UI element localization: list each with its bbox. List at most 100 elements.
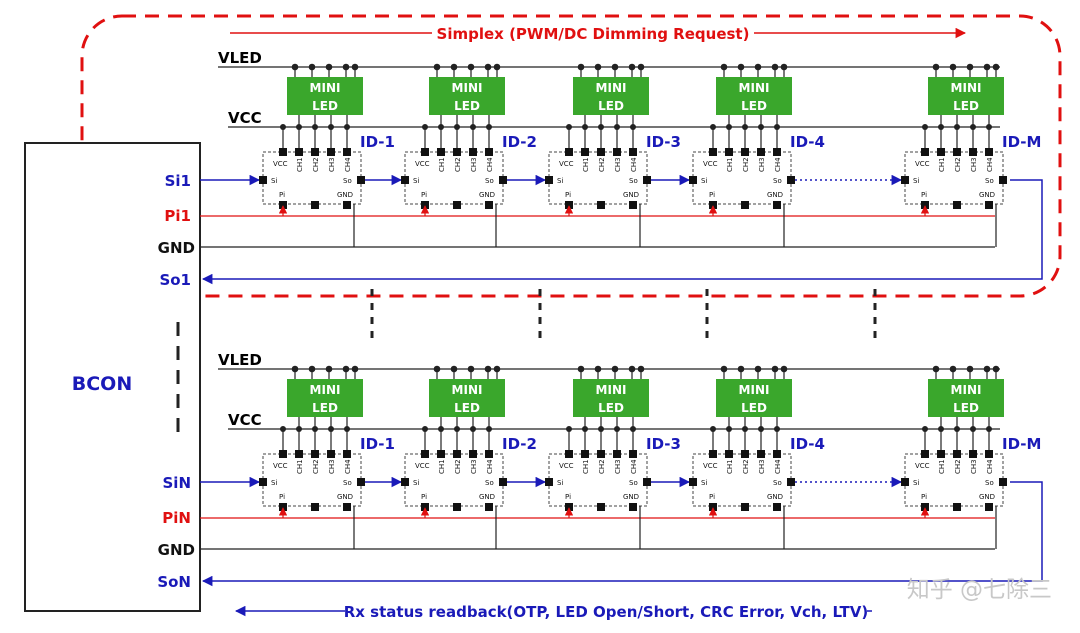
pin-pi: Pi (921, 191, 927, 199)
si-label: Si1 (165, 172, 191, 190)
watermark: 知乎 @七除三 (907, 577, 1052, 603)
led-line1: MINI (951, 81, 982, 95)
pin-so: So (485, 479, 494, 487)
pin-ch1: CH1 (726, 157, 734, 172)
pin-pi: Pi (921, 493, 927, 501)
chip-id-label: ID-4 (790, 133, 825, 151)
pin-pi: Pi (565, 191, 571, 199)
led-line2: LED (598, 99, 624, 113)
pin-gnd: GND (767, 191, 783, 199)
pin-si: Si (271, 177, 277, 185)
pin-ch2: CH2 (598, 459, 606, 474)
chip-id-label: ID-3 (646, 435, 681, 453)
pin-pi: Pi (565, 493, 571, 501)
pin-ch4: CH4 (630, 459, 638, 474)
pin-ch3: CH3 (758, 459, 766, 474)
led-line2: LED (454, 401, 480, 415)
mini-led-block: MINI LED (573, 77, 649, 115)
pin-ch2: CH2 (742, 157, 750, 172)
led-line2: LED (312, 99, 338, 113)
pin-ch3: CH3 (470, 459, 478, 474)
pin-ch2: CH2 (454, 459, 462, 474)
pin-ch2: CH2 (598, 157, 606, 172)
led-line2: LED (953, 99, 979, 113)
led-line2: LED (741, 99, 767, 113)
so-return-line (201, 481, 1043, 587)
pin-so: So (773, 177, 782, 185)
pin-pi: Pi (421, 493, 427, 501)
pin-pi: Pi (421, 191, 427, 199)
pin-si: Si (413, 479, 419, 487)
led-line1: MINI (596, 81, 627, 95)
pin-ch1: CH1 (438, 157, 446, 172)
pin-si: Si (701, 177, 707, 185)
pin-ch2: CH2 (312, 157, 320, 172)
bcon-label: BCON (72, 373, 132, 395)
led-line1: MINI (452, 383, 483, 397)
pin-so: So (985, 177, 994, 185)
pin-pi: Pi (709, 493, 715, 501)
pin-ch1: CH1 (296, 157, 304, 172)
pi-label: PiN (162, 509, 191, 527)
gnd-label: GND (158, 239, 195, 257)
led-line2: LED (312, 401, 338, 415)
led-line1: MINI (739, 383, 770, 397)
readback-banner: Rx status readback(OTP, LED Open/Short, … (344, 603, 869, 621)
pin-gnd: GND (337, 493, 353, 501)
pin-ch4: CH4 (986, 157, 994, 172)
led-line2: LED (598, 401, 624, 415)
pin-vcc: VCC (915, 160, 930, 168)
pin-vcc: VCC (273, 160, 288, 168)
pin-ch4: CH4 (774, 459, 782, 474)
led-line1: MINI (951, 383, 982, 397)
pin-si: Si (913, 479, 919, 487)
pin-gnd: GND (337, 191, 353, 199)
vcc-label: VCC (228, 411, 262, 429)
simplex-banner: Simplex (PWM/DC Dimming Request) (437, 25, 750, 43)
mini-led-block: MINI LED (928, 77, 1004, 115)
pin-vcc: VCC (415, 160, 430, 168)
chip-id-label: ID-2 (502, 133, 537, 151)
pin-vcc: VCC (415, 462, 430, 470)
pin-ch2: CH2 (312, 459, 320, 474)
led-line1: MINI (452, 81, 483, 95)
vled-label: VLED (218, 49, 262, 67)
vcc-label: VCC (228, 109, 262, 127)
pin-gnd: GND (479, 191, 495, 199)
pin-ch3: CH3 (970, 157, 978, 172)
pin-ch3: CH3 (970, 459, 978, 474)
pin-si: Si (557, 177, 563, 185)
chip-id-label: ID-1 (360, 133, 395, 151)
si-label: SiN (163, 474, 192, 492)
pin-ch3: CH3 (758, 157, 766, 172)
pin-vcc: VCC (703, 160, 718, 168)
pin-so: So (985, 479, 994, 487)
pin-gnd: GND (623, 493, 639, 501)
bcon-controller (24, 142, 201, 612)
led-line1: MINI (310, 81, 341, 95)
pin-vcc: VCC (273, 462, 288, 470)
chip-id-label: ID-4 (790, 435, 825, 453)
pin-ch3: CH3 (328, 459, 336, 474)
pin-gnd: GND (623, 191, 639, 199)
pin-ch1: CH1 (726, 459, 734, 474)
pin-pi: Pi (279, 493, 285, 501)
pin-so: So (485, 177, 494, 185)
pin-ch1: CH1 (582, 459, 590, 474)
pin-si: Si (701, 479, 707, 487)
group-continuation-dots (370, 289, 877, 345)
